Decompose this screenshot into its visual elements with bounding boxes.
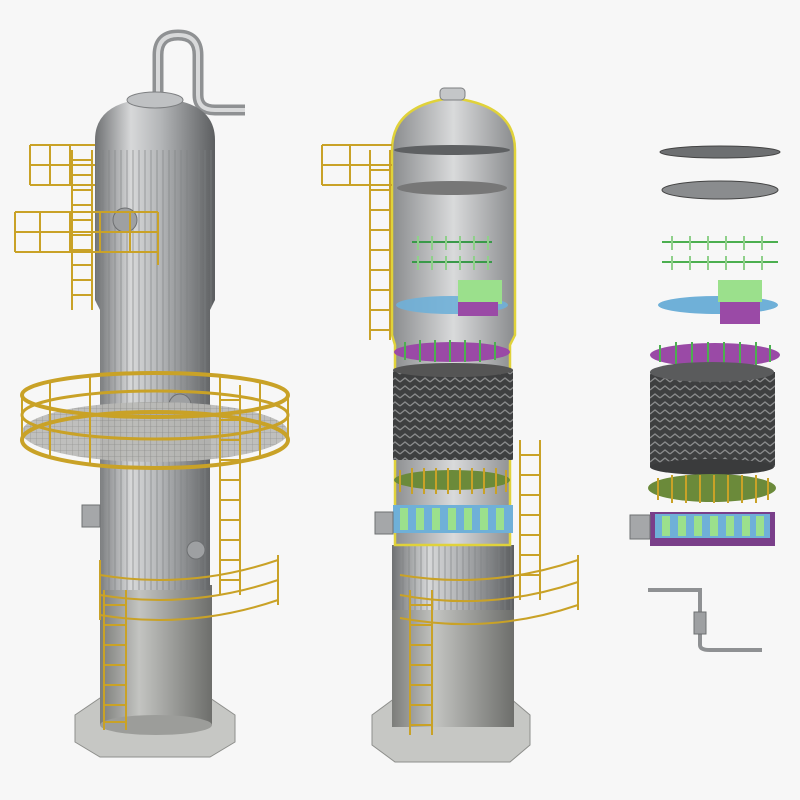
purple-tray: [650, 343, 780, 367]
ring-platform: [20, 371, 290, 470]
tray: [397, 181, 507, 195]
purple-tray: [394, 342, 510, 362]
cutaway-column: [321, 87, 579, 763]
packing-bed: [650, 372, 775, 467]
cutaway-platforms: [321, 144, 579, 735]
distributor-arms: [412, 236, 492, 270]
upper-platforms: [14, 144, 159, 310]
upper-tray: [661, 180, 779, 200]
exploded-internals: [629, 145, 781, 652]
liquid-distributor: [662, 236, 778, 270]
green-box: [458, 280, 502, 304]
side-nozzle: [81, 504, 101, 528]
exploded-pipe: [648, 588, 762, 652]
support-grid: [648, 474, 776, 502]
packing-bed: [393, 370, 513, 460]
top-plate: [659, 145, 781, 159]
assembled-column: [14, 29, 290, 758]
lower-platform: [99, 385, 279, 730]
concrete-skirt: [100, 585, 212, 725]
